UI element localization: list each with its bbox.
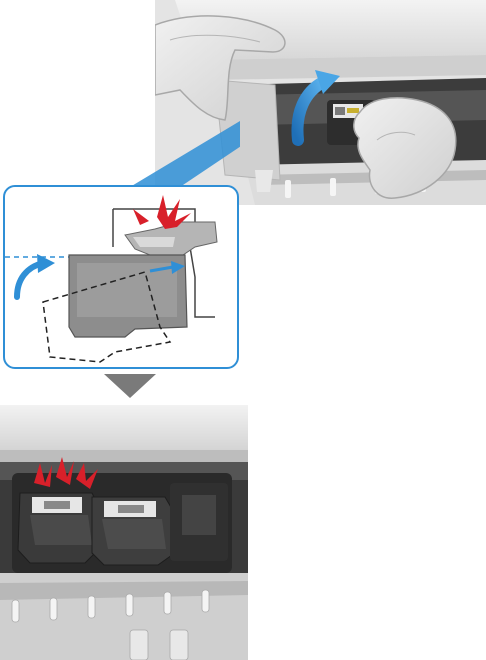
callout-connector (0, 115, 240, 370)
click-burst-icon (34, 457, 98, 489)
next-step-arrow-icon (104, 374, 156, 398)
click-burst-icon (133, 195, 191, 229)
step-photo-top (155, 0, 486, 205)
step-photo-bottom (0, 405, 248, 660)
latch-detail-callout (3, 185, 239, 369)
